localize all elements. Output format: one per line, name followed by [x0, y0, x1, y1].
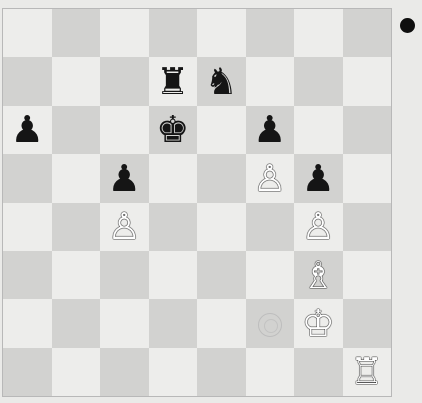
square-g5[interactable]: ♟ — [294, 154, 343, 202]
square-d8[interactable] — [149, 9, 198, 57]
square-d2[interactable] — [149, 299, 198, 347]
square-h6[interactable] — [343, 106, 392, 154]
black-king-icon[interactable]: ♚ — [156, 111, 189, 148]
black-pawn-icon[interactable]: ♟ — [11, 111, 44, 148]
square-h5[interactable] — [343, 154, 392, 202]
white-pawn-icon[interactable]: ♙ — [108, 208, 141, 245]
square-g8[interactable] — [294, 9, 343, 57]
white-rook-icon[interactable]: ♖ — [350, 353, 383, 390]
square-g2[interactable]: ♔ — [294, 299, 343, 347]
black-pawn-icon[interactable]: ♟ — [253, 111, 286, 148]
square-g3[interactable]: ♗ — [294, 251, 343, 299]
stamp-icon — [258, 313, 282, 337]
square-a3[interactable] — [3, 251, 52, 299]
square-c4[interactable]: ♙ — [100, 203, 149, 251]
square-h8[interactable] — [343, 9, 392, 57]
square-h4[interactable] — [343, 203, 392, 251]
square-c3[interactable] — [100, 251, 149, 299]
side-to-move-indicator — [400, 18, 415, 33]
square-b4[interactable] — [52, 203, 101, 251]
square-b7[interactable] — [52, 57, 101, 105]
square-b8[interactable] — [52, 9, 101, 57]
black-pawn-icon[interactable]: ♟ — [302, 160, 335, 197]
square-c1[interactable] — [100, 348, 149, 396]
square-e4[interactable] — [197, 203, 246, 251]
square-c5[interactable]: ♟ — [100, 154, 149, 202]
square-g1[interactable] — [294, 348, 343, 396]
square-f8[interactable] — [246, 9, 295, 57]
white-pawn-icon[interactable]: ♙ — [302, 208, 335, 245]
square-a8[interactable] — [3, 9, 52, 57]
square-a6[interactable]: ♟ — [3, 106, 52, 154]
square-g6[interactable] — [294, 106, 343, 154]
square-d3[interactable] — [149, 251, 198, 299]
square-c8[interactable] — [100, 9, 149, 57]
square-f6[interactable]: ♟ — [246, 106, 295, 154]
white-bishop-icon[interactable]: ♗ — [302, 257, 335, 294]
square-d5[interactable] — [149, 154, 198, 202]
black-knight-icon[interactable]: ♞ — [205, 63, 238, 100]
square-a5[interactable] — [3, 154, 52, 202]
square-e2[interactable] — [197, 299, 246, 347]
square-c6[interactable] — [100, 106, 149, 154]
square-h7[interactable] — [343, 57, 392, 105]
square-e6[interactable] — [197, 106, 246, 154]
black-rook-icon[interactable]: ♜ — [156, 63, 189, 100]
square-a4[interactable] — [3, 203, 52, 251]
square-a1[interactable] — [3, 348, 52, 396]
square-e8[interactable] — [197, 9, 246, 57]
square-d1[interactable] — [149, 348, 198, 396]
square-h3[interactable] — [343, 251, 392, 299]
square-d6[interactable]: ♚ — [149, 106, 198, 154]
square-c2[interactable] — [100, 299, 149, 347]
chess-board: ♜ ♞ ♟ ♚ ♟ ♟ ♙ ♟ ♙ ♙ ♗ ♔ ♖ — [2, 8, 392, 397]
square-b5[interactable] — [52, 154, 101, 202]
square-g7[interactable] — [294, 57, 343, 105]
square-e5[interactable] — [197, 154, 246, 202]
square-f4[interactable] — [246, 203, 295, 251]
square-e1[interactable] — [197, 348, 246, 396]
square-a7[interactable] — [3, 57, 52, 105]
square-b2[interactable] — [52, 299, 101, 347]
square-h1[interactable]: ♖ — [343, 348, 392, 396]
square-b3[interactable] — [52, 251, 101, 299]
square-e7[interactable]: ♞ — [197, 57, 246, 105]
square-f3[interactable] — [246, 251, 295, 299]
white-king-icon[interactable]: ♔ — [302, 305, 335, 342]
square-f1[interactable] — [246, 348, 295, 396]
square-c7[interactable] — [100, 57, 149, 105]
square-f7[interactable] — [246, 57, 295, 105]
square-f5[interactable]: ♙ — [246, 154, 295, 202]
square-e3[interactable] — [197, 251, 246, 299]
black-pawn-icon[interactable]: ♟ — [108, 160, 141, 197]
white-pawn-icon[interactable]: ♙ — [253, 160, 286, 197]
square-b1[interactable] — [52, 348, 101, 396]
square-a2[interactable] — [3, 299, 52, 347]
square-b6[interactable] — [52, 106, 101, 154]
square-d4[interactable] — [149, 203, 198, 251]
square-h2[interactable] — [343, 299, 392, 347]
square-g4[interactable]: ♙ — [294, 203, 343, 251]
square-d7[interactable]: ♜ — [149, 57, 198, 105]
